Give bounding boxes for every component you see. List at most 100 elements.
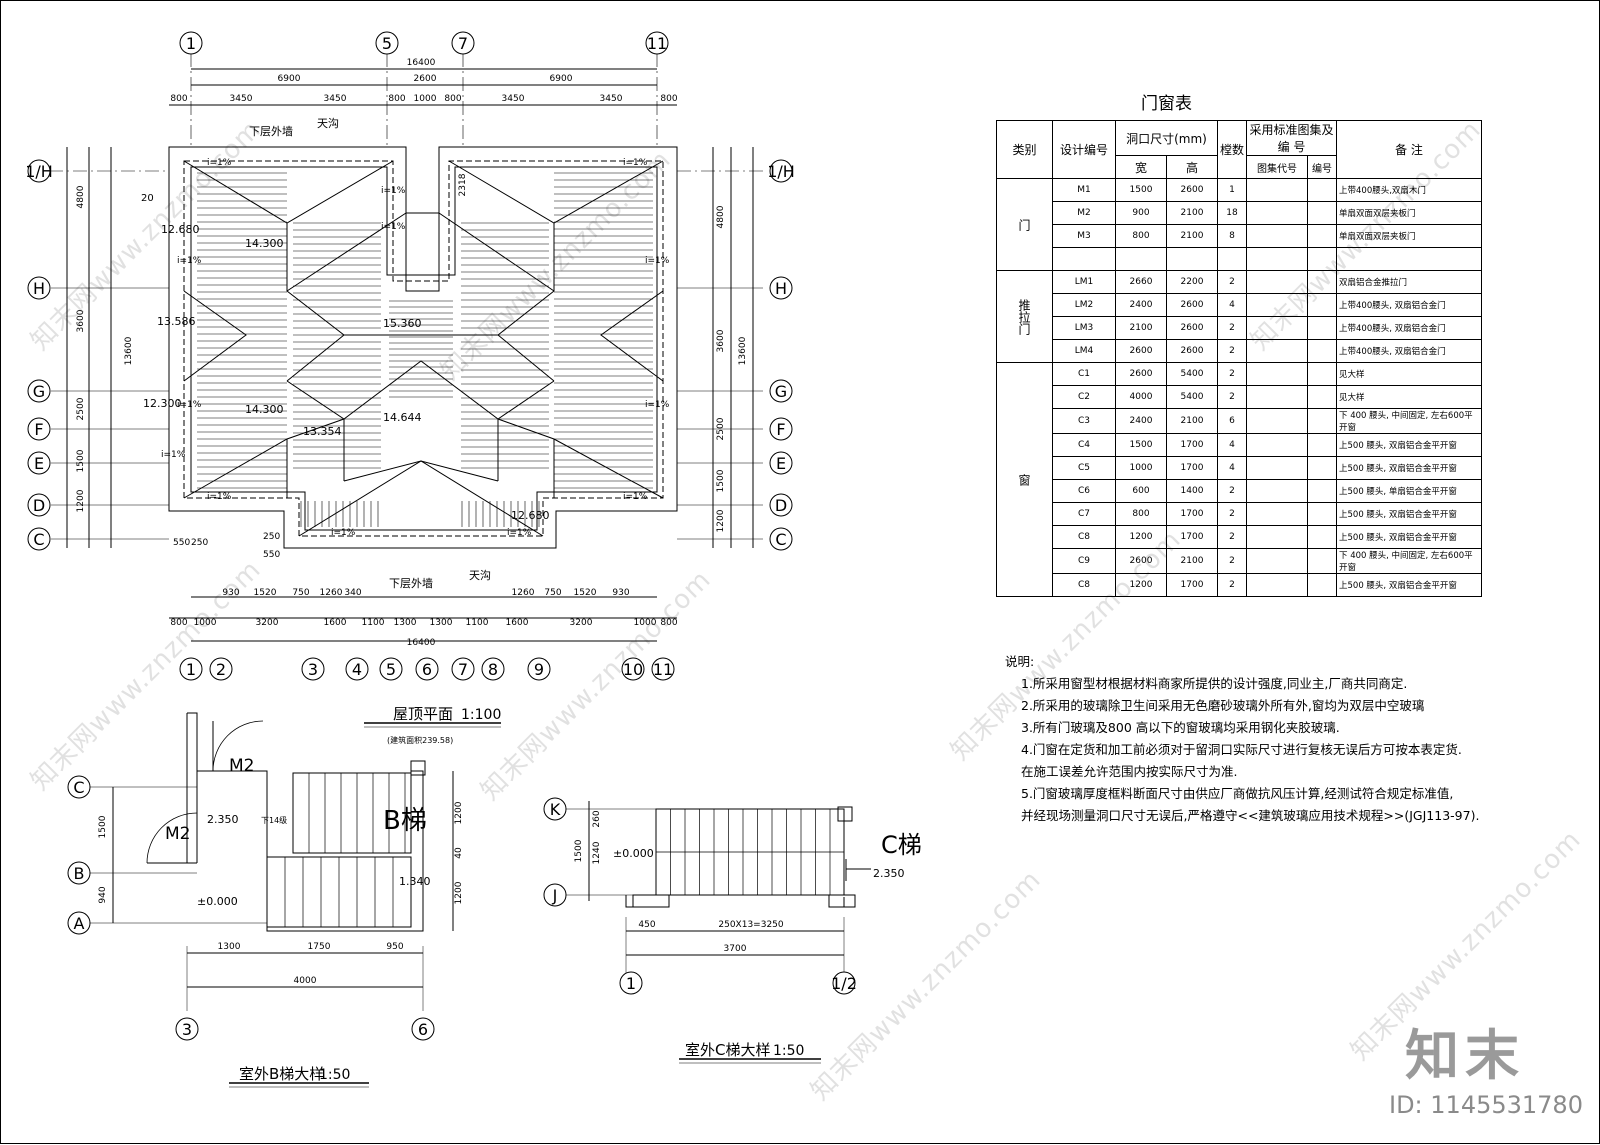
count-cell: 8	[1217, 224, 1247, 248]
elevation: 13.586	[157, 315, 196, 328]
stair-down-note: 下14级	[261, 815, 287, 825]
stair-c-scale: 1:50	[773, 1043, 804, 1059]
remark-cell: 见大样	[1336, 385, 1482, 409]
axis-bubble-bottom-label: 1	[186, 660, 196, 679]
height-cell: 2100	[1166, 408, 1218, 434]
axis-bubble-stair-b	[67, 775, 91, 799]
elevation: 14.644	[383, 411, 422, 424]
dim-top-overall: 16400	[407, 58, 436, 68]
ref-no-cell	[1307, 247, 1337, 271]
count-cell: 2	[1217, 548, 1247, 574]
remark-cell: 下 400 腰头, 中间固定, 左右600平开窗	[1336, 408, 1482, 434]
height-cell: 1700	[1166, 525, 1218, 549]
height-cell: 2600	[1166, 178, 1218, 202]
header-height: 高	[1166, 155, 1218, 179]
remark-cell: 单扇双面双层夹板门	[1336, 201, 1482, 225]
dim-text: 950	[386, 942, 403, 952]
dim-text: 6900	[278, 74, 301, 84]
code-cell: C7	[1052, 502, 1116, 526]
axis-bubble-stair-c	[619, 971, 643, 995]
axis-bubble-bottom-label: 5	[386, 660, 396, 679]
dim-text: 4800	[76, 185, 86, 208]
width-cell: 2400	[1115, 293, 1167, 317]
code-cell: C2	[1052, 385, 1116, 409]
axis-bubble-right	[769, 417, 793, 441]
dim-text: 1600	[506, 618, 529, 628]
label-lower-wall: 下层外墙	[249, 124, 293, 138]
height-cell: 2100	[1166, 224, 1218, 248]
ref-no-cell	[1307, 224, 1337, 248]
area-note: (建筑面积239.58)	[387, 735, 453, 745]
height-cell: 2600	[1166, 339, 1218, 363]
slope-label: i=1%	[381, 222, 406, 232]
label-lower-wall: 下层外墙	[389, 576, 433, 590]
code-cell: C4	[1052, 433, 1116, 457]
width-cell: 2600	[1115, 339, 1167, 363]
height-cell: 2100	[1166, 201, 1218, 225]
width-cell: 1500	[1115, 178, 1167, 202]
note-line: 1.所采用窗型材根据材料商家所提供的设计强度,同业主,厂商共同商定.	[1021, 676, 1408, 691]
code-cell: C1	[1052, 362, 1116, 386]
ref-code-cell	[1246, 339, 1308, 363]
elevation: 13.354	[303, 425, 342, 438]
dim-text: 800	[444, 94, 461, 104]
count-cell: 2	[1217, 316, 1247, 340]
dim-text: 3450	[502, 94, 525, 104]
ref-code-cell	[1246, 247, 1308, 271]
ref-code-cell	[1246, 178, 1308, 202]
count-cell: 4	[1217, 293, 1247, 317]
height-cell	[1166, 247, 1218, 271]
stair-b-name: B梯	[383, 806, 427, 836]
axis-bubble-bottom	[481, 657, 505, 681]
roof-plan-scale: 1:100	[461, 707, 501, 723]
count-cell: 2	[1217, 525, 1247, 549]
axis-bubble-stair-c	[543, 883, 567, 907]
dim-text: 1200	[716, 509, 726, 532]
dim-text: 1500	[716, 469, 726, 492]
roof-outline	[168, 146, 678, 549]
elevation: 12.680	[161, 223, 200, 236]
width-cell: 800	[1115, 502, 1167, 526]
count-cell: 18	[1217, 201, 1247, 225]
remark-cell: 见大样	[1336, 362, 1482, 386]
elevation: ±0.000	[197, 895, 238, 908]
remark-cell: 上500 腰头, 双扇铝合金平开窗	[1336, 525, 1482, 549]
remark-cell: 上500 腰头, 双扇铝合金平开窗	[1336, 433, 1482, 457]
ref-no-cell	[1307, 362, 1337, 386]
dim-text: 3450	[600, 94, 623, 104]
brand-id: ID: 1145531780	[1389, 1091, 1583, 1119]
width-cell: 1500	[1115, 433, 1167, 457]
axis-bubble-top	[179, 31, 203, 55]
dim-text: 4800	[716, 205, 726, 228]
axis-bubble-stair-b	[67, 861, 91, 885]
dim-text: 3600	[76, 309, 86, 332]
code-cell: C3	[1052, 408, 1116, 434]
dim-bottom-overall: 16400	[407, 638, 436, 648]
ref-no-cell	[1307, 316, 1337, 340]
axis-bubble-stair-b-label: C	[73, 778, 84, 797]
axis-bubble-left-label: D	[33, 496, 45, 515]
remark-cell: 双扇铝合金推拉门	[1336, 270, 1482, 294]
dim-text: 340	[344, 588, 361, 598]
ref-code-cell	[1246, 293, 1308, 317]
slope-label: i=1%	[207, 492, 232, 502]
remark-cell: 上500 腰头, 双扇铝合金平开窗	[1336, 502, 1482, 526]
dim-text: 800	[660, 94, 677, 104]
axis-bubble-bottom	[415, 657, 439, 681]
note-line: 3.所有门玻璃及800 高以下的窗玻璃均采用钢化夹胶玻璃.	[1021, 720, 1340, 735]
dim-text: 550	[263, 550, 280, 560]
ref-code-cell	[1246, 456, 1308, 480]
stair-b-scale: 1:50	[319, 1067, 350, 1083]
width-cell: 600	[1115, 479, 1167, 503]
count-cell: 2	[1217, 573, 1247, 597]
axis-bubble-stair-b	[175, 1017, 199, 1041]
elevation: ±0.000	[613, 847, 654, 860]
ref-code-cell	[1246, 224, 1308, 248]
dim-text: 40	[454, 847, 464, 859]
